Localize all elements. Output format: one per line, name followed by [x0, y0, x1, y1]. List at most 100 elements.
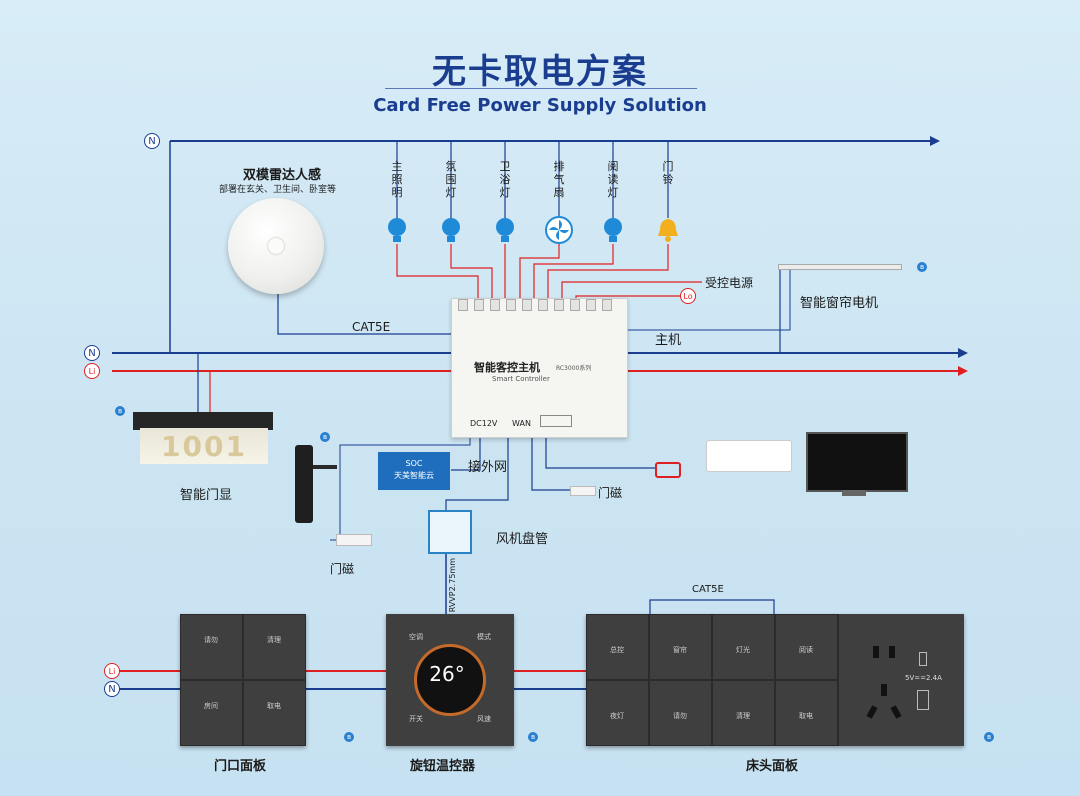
- sensor-lens: [268, 238, 284, 254]
- bulb-icon: [442, 218, 460, 242]
- thermostat-key-label: 开关: [409, 715, 423, 723]
- terminal: [522, 299, 532, 311]
- n-marker-top: N: [144, 133, 160, 149]
- bulb-icon: [604, 218, 622, 242]
- bulb-icon: [388, 218, 406, 242]
- socket-hole: [866, 705, 878, 719]
- door-display-head: [133, 412, 273, 430]
- door-sensor-device-2: [570, 486, 596, 496]
- soc-subtitle: 天美智能云: [394, 471, 434, 480]
- thermostat-key-label: 空调: [409, 633, 423, 641]
- bedside-key[interactable]: 夜灯: [586, 680, 649, 746]
- cable-label: RVVP2.75mm: [448, 558, 457, 613]
- door-panel-key[interactable]: 清理: [243, 614, 306, 680]
- bedside-key[interactable]: 请勿: [649, 680, 712, 746]
- key-label: 总控: [610, 646, 624, 654]
- smart-lock: [295, 445, 313, 523]
- terminal: [458, 299, 468, 311]
- air-conditioner: [706, 440, 792, 472]
- bedside-key[interactable]: 总控: [586, 614, 649, 680]
- bedside-key[interactable]: 取电: [775, 680, 838, 746]
- n-marker-main: N: [84, 345, 100, 361]
- soc-title: SOC: [405, 459, 423, 468]
- soc-cloud-box: SOC 天美智能云: [378, 452, 450, 490]
- n-marker-bottom: N: [104, 681, 120, 697]
- bluetooth-icon: ʙ: [984, 732, 994, 742]
- top-n-arrow: [930, 136, 940, 146]
- door-panel-key[interactable]: 请勿: [180, 614, 243, 680]
- key-label: 阅读: [799, 646, 813, 654]
- page-subtitle: Card Free Power Supply Solution: [373, 95, 707, 116]
- key-label: 请勿: [204, 636, 218, 644]
- li-marker-bottom: Li: [104, 663, 120, 679]
- key-label: 清理: [736, 712, 750, 720]
- load-label-reading-light: 阅读灯: [607, 160, 619, 199]
- thermostat-key-label: 模式: [477, 633, 491, 641]
- bedside-key[interactable]: 灯光: [712, 614, 775, 680]
- bedside-key[interactable]: 清理: [712, 680, 775, 746]
- usb-spec: 5V==2.4A: [905, 674, 942, 682]
- sensor-note: 部署在玄关、卫生间、卧室等: [219, 185, 337, 195]
- usb-c-port: [919, 652, 927, 666]
- bedside-panel: 总控 窗帘 灯光 阅读 夜灯 请勿 清理 取电 5V==2.4A: [586, 614, 964, 746]
- bluetooth-icon: ʙ: [344, 732, 354, 742]
- terminal: [586, 299, 596, 311]
- key-label: 取电: [799, 712, 813, 720]
- lock-handle: [313, 465, 337, 469]
- li-marker-main: Li: [84, 363, 100, 379]
- bluetooth-icon: ʙ: [528, 732, 538, 742]
- terminal: [506, 299, 516, 311]
- controller-power: DC12V: [470, 419, 498, 428]
- fan-coil-icon: [428, 510, 472, 554]
- tv-stand: [842, 490, 866, 496]
- key-label: 夜灯: [610, 712, 624, 720]
- key-label: 窗帘: [673, 646, 687, 654]
- socket-module: 5V==2.4A: [838, 614, 965, 746]
- bell-icon: [658, 219, 678, 242]
- key-label: 请勿: [673, 712, 687, 720]
- door-panel: 请勿 清理 房间 取电: [180, 614, 306, 746]
- thermostat-caption: 旋钮温控器: [410, 759, 476, 774]
- thermostat-dial[interactable]: [414, 644, 486, 716]
- socket-hole: [873, 646, 879, 658]
- load-label-bath-light: 卫浴灯: [499, 160, 511, 199]
- load-label-main-light: 主照明: [391, 160, 403, 199]
- key-label: 清理: [267, 636, 281, 644]
- terminal: [490, 299, 500, 311]
- terminal: [474, 299, 484, 311]
- cat5e-bedside-label: CAT5E: [692, 584, 724, 595]
- load-label-exhaust-fan: 排气扇: [553, 160, 565, 199]
- terminal: [570, 299, 580, 311]
- bluetooth-icon: ʙ: [917, 262, 927, 272]
- lo-marker: Lo: [680, 288, 696, 304]
- door-number: 1001: [161, 430, 247, 463]
- door-display-glass: [140, 428, 268, 464]
- curtain-label: 智能窗帘电机: [800, 296, 879, 311]
- fan-icon: [545, 216, 573, 244]
- load-label-ambient-light: 氛围灯: [445, 160, 457, 199]
- load-label-doorbell: 门铃: [662, 160, 674, 186]
- controller-wan: WAN: [512, 419, 531, 428]
- door-panel-key[interactable]: 取电: [243, 680, 306, 746]
- key-label: 房间: [204, 702, 218, 710]
- cat5e-sensor-label: CAT5E: [352, 320, 391, 334]
- sensor-name: 双模雷达人感: [243, 168, 322, 183]
- bedside-key[interactable]: 窗帘: [649, 614, 712, 680]
- door-sensor-device: [336, 534, 372, 546]
- terminal: [538, 299, 548, 311]
- page-title: 无卡取电方案: [432, 52, 648, 92]
- bedside-key[interactable]: 阅读: [775, 614, 838, 680]
- television: [806, 432, 908, 492]
- controller-series: RC3000系列: [556, 365, 592, 372]
- key-label: 灯光: [736, 646, 750, 654]
- socket-hole: [881, 684, 887, 696]
- smart-controller: 智能客控主机 RC3000系列 Smart Controller DC12V W…: [451, 298, 628, 438]
- external-net-label: 接外网: [468, 460, 508, 475]
- door-display-label: 智能门显: [180, 488, 233, 503]
- door-sensor-label-2: 门磁: [598, 486, 623, 500]
- controller-name-en: Smart Controller: [492, 375, 550, 383]
- controller-name: 智能客控主机: [474, 361, 540, 374]
- title-divider: [385, 88, 697, 89]
- door-panel-key[interactable]: 房间: [180, 680, 243, 746]
